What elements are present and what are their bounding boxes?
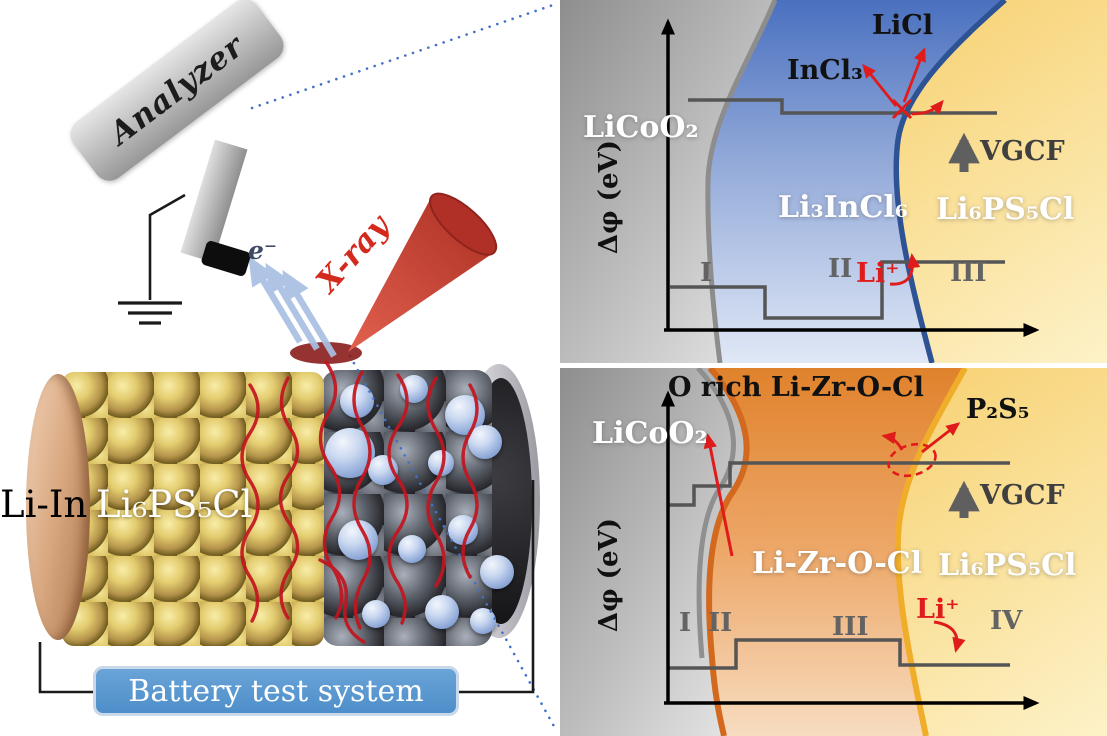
li-ion-label: Li⁺ [856, 258, 900, 289]
reaction-arrow-small [881, 431, 904, 451]
zone-label-2: II [708, 608, 733, 638]
electrolyte-particle [398, 535, 426, 563]
energy-diagram-top-svg [560, 0, 1107, 363]
interface-curve-gold [894, 368, 968, 736]
electrolyte-particle [448, 515, 478, 545]
electrolyte-particle [468, 425, 502, 459]
interface-curve-blue [893, 0, 1007, 363]
zone-label-1: I [679, 608, 692, 638]
electrolyte-particle [425, 595, 459, 629]
li-ion-arrow [933, 620, 966, 653]
vgcf-label: VGCF [980, 480, 1065, 511]
zone-label-1: I [700, 258, 713, 288]
electrolyte-particle [340, 384, 374, 418]
electrolyte-label: Li₆PS₅Cl [96, 483, 253, 526]
electrolyte-particle [362, 600, 390, 628]
li-ion-label: Li⁺ [916, 594, 960, 625]
potential-step-lower [670, 260, 1005, 320]
reaction-arrow-incl3 [862, 63, 898, 107]
reaction-arrow-side [911, 99, 944, 116]
region-label-lizrocl: Li-Zr-O-Cl [752, 546, 923, 581]
energy-diagram-bottom-svg [560, 368, 1107, 736]
electrolyte-particle [368, 455, 398, 485]
electrolyte-particle [428, 450, 454, 476]
anode-disc [26, 374, 90, 640]
beam-spot [290, 342, 362, 364]
region-label-li6ps5cl: Li₆PS₅Cl [936, 192, 1075, 227]
energy-diagram-licl-panel: Δφ (eV) LiCoO₂ Li₃InCl₆ Li₆PS₅Cl InCl₃ L… [560, 0, 1107, 363]
electrolyte-particle [338, 520, 378, 560]
potential-step-lower [668, 638, 1010, 670]
product-label-incl3: InCl₃ [787, 55, 863, 86]
product-label-licl: LiCl [872, 10, 933, 41]
reaction-arrow-licl [902, 47, 926, 103]
zone-label-4: IV [990, 606, 1023, 636]
region-fill-li3incl6 [707, 0, 1005, 363]
electrolyte-particle [400, 375, 428, 403]
zone-label-3: III [832, 612, 869, 642]
battery-test-system-label: Battery test system [128, 673, 424, 709]
o-rich-label: O rich Li-Zr-O-Cl [668, 372, 924, 403]
analyzer-label: Analyzer [103, 28, 251, 152]
electrolyte-particle [480, 555, 514, 589]
reaction-dashed-circle [887, 442, 937, 478]
region-label-li6ps5cl: Li₆PS₅Cl [938, 548, 1077, 583]
li-ion-arrow [889, 253, 921, 286]
potential-step-upper [688, 98, 997, 115]
potential-step-upper [668, 461, 1010, 507]
reaction-x-mark [891, 98, 913, 120]
zoom-guide-line-top [250, 2, 558, 110]
zone-label-3: III [950, 258, 987, 288]
region-label-licoo2: LiCoO₂ [592, 416, 708, 451]
interface-curve-gray [705, 0, 778, 363]
vgcf-label: VGCF [980, 136, 1065, 167]
y-axis-label: Δφ (eV) [594, 518, 624, 633]
cathode-composite-section [322, 370, 514, 646]
electrolyte-particle [470, 608, 496, 634]
region-label-li3incl6: Li₃InCl₆ [778, 190, 908, 225]
ground-wire [148, 193, 186, 300]
region-label-licoo2: LiCoO₂ [583, 110, 699, 145]
electron-label: e⁻ [248, 236, 278, 265]
o-rich-arrow [703, 433, 734, 557]
energy-diagram-zrocl-panel: O rich Li-Zr-O-Cl Δφ (eV) LiCoO₂ Li-Zr-O… [560, 368, 1107, 736]
interface-curve-orange [706, 368, 750, 736]
product-label-p2s5: P₂S₅ [966, 394, 1030, 425]
zone-label-2: II [828, 254, 853, 284]
y-axis-label: Δφ (eV) [594, 140, 624, 255]
wire-left [38, 642, 93, 694]
ground-icon [118, 301, 182, 325]
battery-test-system-box: Battery test system [93, 666, 459, 716]
reaction-arrow-p2s5 [921, 422, 961, 454]
xray-label: X-ray [309, 208, 397, 300]
analyzer-head: Analyzer [64, 0, 290, 188]
anode-label: Li-In [0, 483, 88, 526]
analyzer-detector-aperture [200, 239, 252, 278]
